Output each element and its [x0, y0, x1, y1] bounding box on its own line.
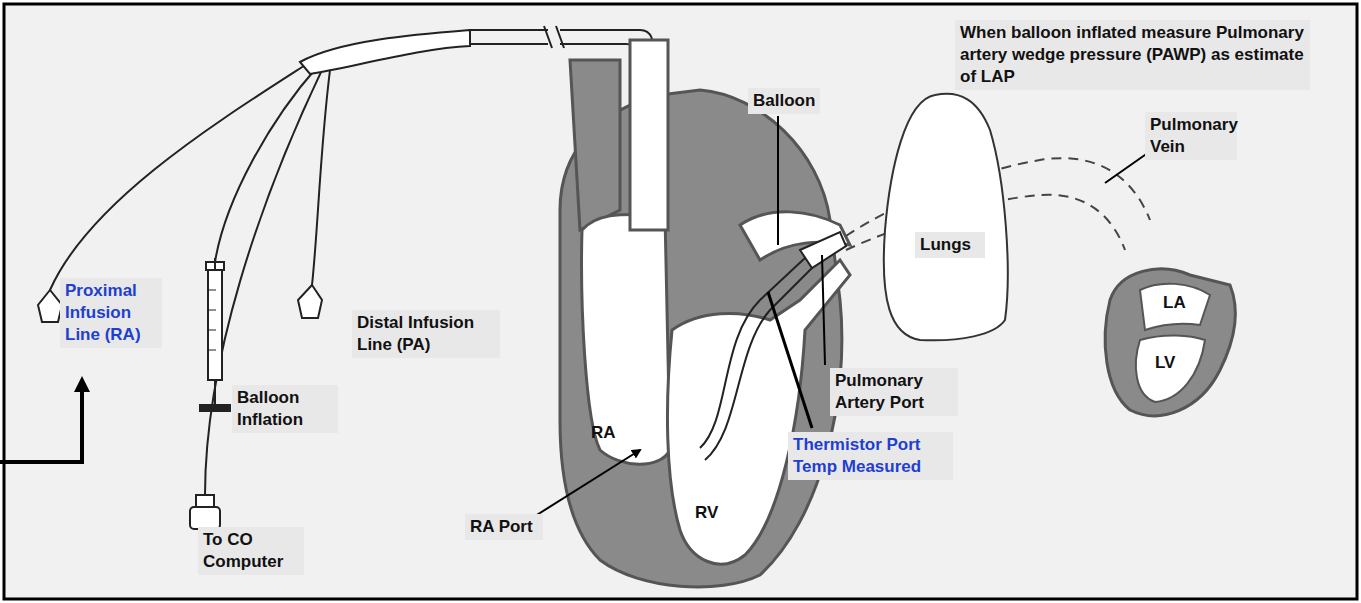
chamber-label: LV: [1150, 350, 1188, 376]
part-label: Lungs: [915, 232, 985, 258]
chamber-label: RV: [690, 500, 730, 526]
port-label: Pulmonary Artery Port: [830, 368, 958, 416]
port-label: To CO Computer: [198, 527, 304, 575]
chamber-label: RA: [586, 420, 624, 446]
part-label: Balloon: [748, 88, 820, 114]
port-label: Balloon Inflation: [232, 385, 338, 433]
port-label: Proximal Infusion Line (RA): [60, 278, 162, 348]
part-label: Pulmonary Vein: [1145, 112, 1237, 160]
note-text: When balloon inflated measure Pulmonary …: [955, 20, 1310, 90]
chamber-label: LA: [1158, 290, 1194, 316]
port-label: Thermistor Port Temp Measured: [788, 432, 953, 480]
port-label: Distal Infusion Line (PA): [352, 310, 500, 358]
port-label: RA Port: [465, 514, 543, 540]
